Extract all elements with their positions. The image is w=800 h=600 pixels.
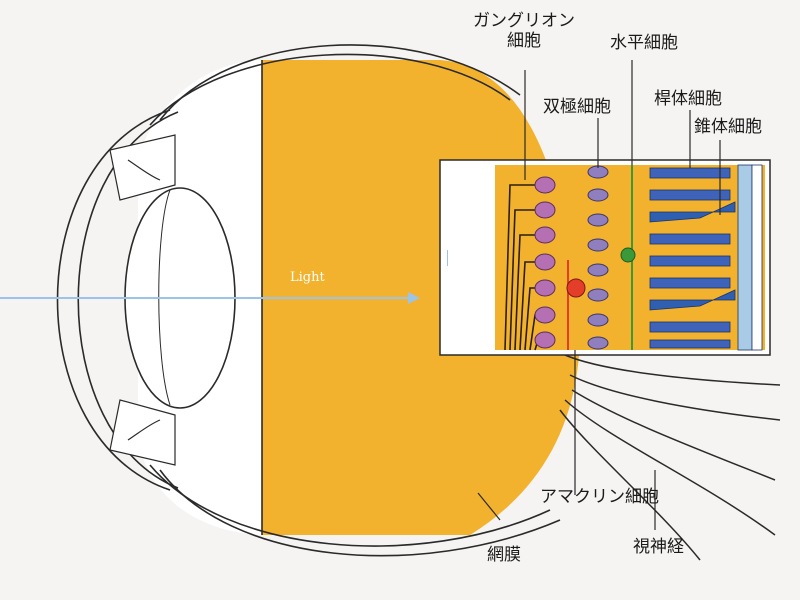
ganglion-cell-label: ガングリオン 細胞 [473,11,575,51]
optic-nerve-label: 視神経 [633,537,684,557]
ganglion-axons [504,184,540,351]
horizontal-cell [620,165,636,350]
retina-label: 網膜 [487,545,521,565]
bipolar-cell-label: 双極細胞 [543,97,611,117]
optic-nerve [559,354,781,561]
light-label: Light [290,270,325,285]
leader-lines [477,60,721,530]
rod-cell-label: 桿体細胞 [654,89,722,109]
bipolar-cells [587,165,609,350]
cone-cell-label: 錐体細胞 [694,117,762,137]
retina-inset [439,159,771,356]
ganglion-cell-label-line2: 細胞 [507,30,541,51]
amacrine-cell [566,260,586,350]
pigment-epithelium [737,164,763,351]
ganglion-cell-label-line1: ガングリオン [473,11,575,31]
horizontal-cell-label: 水平細胞 [610,33,678,53]
photoreceptor-cells [649,167,736,349]
ganglion-cells [534,176,556,349]
iris [109,134,176,466]
light-ray [0,292,420,304]
amacrine-cell-label: アマクリン細胞 [540,487,659,507]
